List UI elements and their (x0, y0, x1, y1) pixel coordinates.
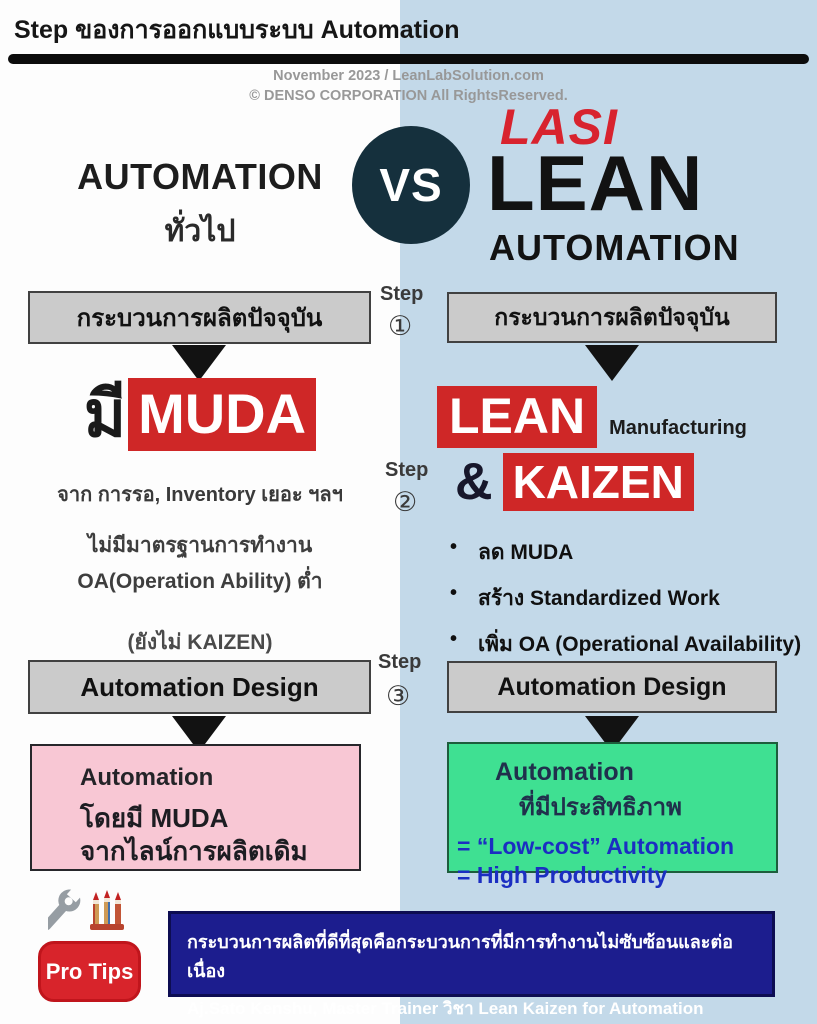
page-title: Step ของการออกแบบระบบ Automation (14, 16, 460, 44)
right-result-line3: = “Low-cost” Automation (457, 833, 735, 859)
right-result-line4: = High Productivity (457, 862, 668, 888)
step2-number-icon: ② (393, 487, 418, 517)
step1-number-icon: ① (388, 311, 413, 341)
muda-prefix: มี (83, 377, 127, 450)
right-header-title: LEAN (487, 139, 704, 227)
no-standard-line2: OA(Operation Ability) ต่ำ (77, 570, 323, 593)
left-result-box: Automation โดยมี MUDA จากไลน์การผลิตเดิม (30, 744, 361, 871)
lasi-logo: LASI (500, 99, 618, 155)
right-lean-heading: LEAN Manufacturing (437, 386, 747, 448)
left-result-line2: โดยมี MUDA (80, 803, 229, 833)
step2-label: Step (385, 459, 429, 481)
quote-line1: กระบวนการผลิตที่ดีที่สุดคือกระบวนการที่ม… (187, 932, 733, 981)
wrench-pencils-icon (42, 886, 132, 951)
list-item: • สร้าง Standardized Work (450, 582, 801, 615)
pro-tips-badge: Pro Tips (38, 941, 141, 1002)
step3-number-icon: ③ (386, 681, 411, 711)
list-item-label: ลด MUDA (478, 541, 574, 564)
list-item: • ลด MUDA (450, 536, 801, 569)
down-arrow-icon (585, 345, 639, 381)
down-arrow-icon (172, 345, 226, 381)
bullet-icon: • (450, 582, 458, 604)
right-result-line1: Automation (495, 758, 634, 786)
vs-label: VS (379, 159, 443, 211)
left-header-subtitle: ทั่วไป (164, 215, 236, 248)
right-benefits-list: • ลด MUDA • สร้าง Standardized Work • เพ… (450, 536, 801, 674)
left-muda-heading: มี MUDA (0, 378, 400, 451)
manufacturing-label: Manufacturing (609, 416, 747, 439)
bullet-icon: • (450, 628, 458, 650)
right-result-box: Automation ที่มีประสิทธิภาพ = “Low-cost”… (447, 742, 778, 888)
vs-badge: VS (352, 126, 470, 244)
pro-tips-quote-box: กระบวนการผลิตที่ดีที่สุดคือกระบวนการที่ม… (168, 911, 775, 1018)
right-kaizen-heading: & KAIZEN (455, 452, 694, 512)
lean-word: LEAN (437, 386, 598, 448)
step3-label: Step (378, 651, 422, 673)
left-header: AUTOMATION ทั่วไป (0, 156, 400, 255)
quote-line2: Aj.Sato Kenshu, Master Trainer วิชา Lean… (187, 999, 704, 1018)
right-header-subtitle: AUTOMATION (489, 227, 740, 268)
muda-word: MUDA (128, 378, 317, 451)
left-step3-box: Automation Design (28, 660, 371, 714)
no-standard-line1: ไม่มีมาตรฐานการทำงาน (87, 534, 313, 557)
pro-tips-label: Pro Tips (45, 958, 134, 984)
list-item: • เพิ่ม OA (Operational Availability) (450, 628, 801, 661)
left-header-title: AUTOMATION (77, 156, 323, 197)
no-kaizen-note: (ยังไม่ KAIZEN) (127, 631, 273, 654)
step1-label: Step (380, 283, 424, 305)
muda-caption: จาก การรอ, Inventory เยอะ ฯลฯ (57, 484, 343, 506)
credit-line-1: November 2023 / LeanLabSolution.com (273, 68, 544, 84)
kaizen-word: KAIZEN (502, 452, 694, 512)
list-item-label: เพิ่ม OA (Operational Availability) (478, 633, 802, 656)
left-step1-box: กระบวนการผลิตปัจจุบัน (28, 291, 371, 344)
left-result-line1: Automation (80, 764, 214, 791)
credits: November 2023 / LeanLabSolution.com © DE… (0, 67, 817, 106)
left-result-line3: จากไลน์การผลิตเดิม (80, 835, 308, 866)
credit-line-2: © DENSO CORPORATION All RightsReserved. (249, 87, 568, 104)
right-step3-box: Automation Design (447, 661, 777, 713)
title-divider (8, 54, 809, 64)
bullet-icon: • (450, 536, 458, 558)
list-item-label: สร้าง Standardized Work (478, 587, 720, 610)
ampersand: & (455, 453, 493, 511)
right-result-line2: ที่มีประสิทธิภาพ (519, 794, 682, 821)
right-step1-box: กระบวนการผลิตปัจจุบัน (447, 292, 777, 343)
